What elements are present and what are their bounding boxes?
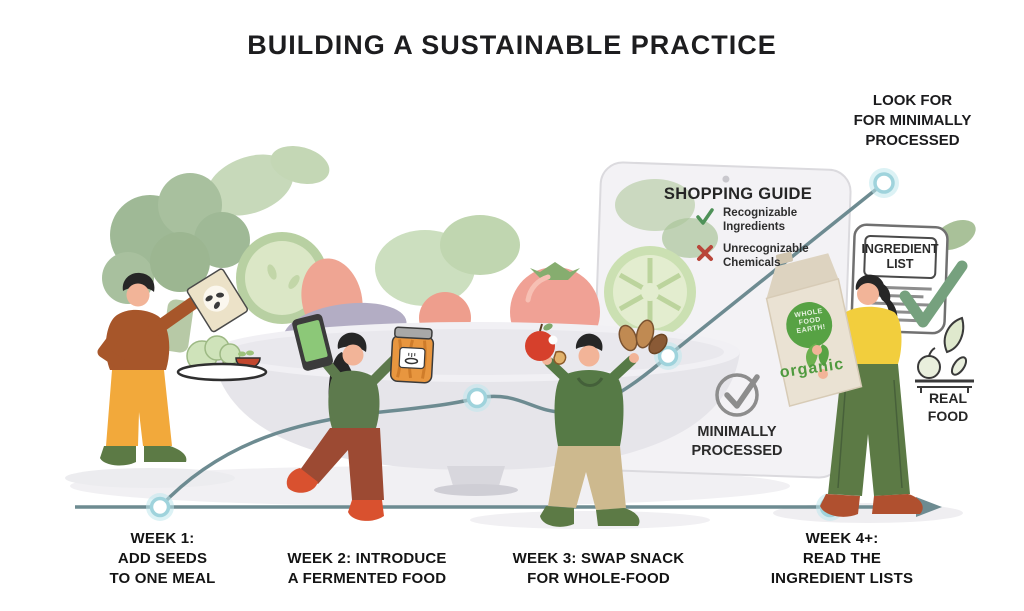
week-2-label: WEEK 2: INTRODUCE A FERMENTED FOOD [268, 549, 466, 589]
background-foliage [206, 145, 976, 258]
shopping-guide-item-label: Recognizable Ingredients [723, 207, 798, 233]
milestone-node-week1 [146, 493, 174, 521]
week-4-label: WEEK 4+: READ THE INGREDIENT LISTS [756, 529, 928, 589]
look-for-line3: PROCESSED [865, 132, 960, 149]
milestone-node-top [869, 168, 899, 198]
look-for-label: LOOK FOR FOR MINIMALLY PROCESSED [830, 91, 995, 151]
figure-week3-man [525, 319, 668, 527]
page-title: BUILDING A SUSTAINABLE PRACTICE [247, 30, 777, 60]
week-4-line2: INGREDIENT LISTS [770, 570, 914, 587]
ingredient-list-title: INGREDIENT LIST [861, 242, 939, 271]
week-1-heading: WEEK 1: [130, 530, 195, 547]
week-3-line1: SWAP SNACK [580, 550, 685, 567]
week-3-heading: WEEK 3: [512, 550, 577, 567]
week-1-line2: TO ONE MEAL [109, 570, 216, 587]
week-3-label: WEEK 3: SWAP SNACK FOR WHOLE-FOOD [496, 549, 701, 589]
real-food-label: REAL FOOD [910, 389, 986, 425]
apple [525, 323, 567, 365]
look-for-line2: FOR MINIMALLY [853, 112, 972, 129]
food-line: FOOD [927, 408, 969, 424]
week-1-line1: ADD SEEDS [117, 550, 208, 567]
real-food-icon [915, 316, 974, 393]
shopping-guide-item-unrecognizable: Unrecognizable Chemicals [695, 243, 835, 270]
camera-dot-icon [722, 175, 730, 183]
shopping-guide-item-label: Unrecognizable Chemicals [723, 243, 809, 269]
shopping-guide-item-recognizable: Recognizable Ingredients [695, 207, 835, 234]
real-line: REAL [928, 390, 968, 406]
week-1-label: WEEK 1: ADD SEEDS TO ONE MEAL [90, 529, 235, 589]
week-3-line2: FOR WHOLE-FOOD [527, 570, 670, 587]
look-for-line1: LOOK FOR [872, 92, 953, 109]
salad-plate [176, 335, 268, 382]
week-2-line1: INTRODUCE [355, 550, 447, 567]
figure-week2-woman [286, 313, 435, 521]
week-4-line1: READ THE [802, 550, 882, 567]
cucumber-slice-right [604, 246, 696, 338]
week-2-line2: A FERMENTED FOOD [287, 570, 447, 587]
nuts [618, 319, 668, 355]
shopping-guide-title: SHOPPING GUIDE [663, 185, 813, 203]
processed-line: PROCESSED [691, 443, 783, 459]
minimally-processed-check-icon [715, 373, 760, 417]
avocado [440, 215, 520, 275]
week-2-heading: WEEK 2: [287, 550, 352, 567]
check-icon [696, 208, 714, 225]
week-4-heading: WEEK 4+: [805, 530, 879, 547]
x-icon [697, 245, 713, 261]
minimally-line: MINIMALLY [697, 424, 777, 440]
fermented-jar [389, 326, 435, 384]
broccoli [102, 173, 250, 353]
seed-packet [186, 268, 249, 333]
axis-arrow-icon [916, 497, 942, 517]
grocery-bag [765, 251, 863, 408]
minimally-processed-label: MINIMALLY PROCESSED [667, 423, 807, 461]
big-check-icon [899, 260, 968, 328]
phone [292, 313, 333, 371]
figure-week1-man [97, 268, 268, 466]
brand-logo [786, 302, 833, 349]
milestone-node-week2 [463, 384, 491, 412]
